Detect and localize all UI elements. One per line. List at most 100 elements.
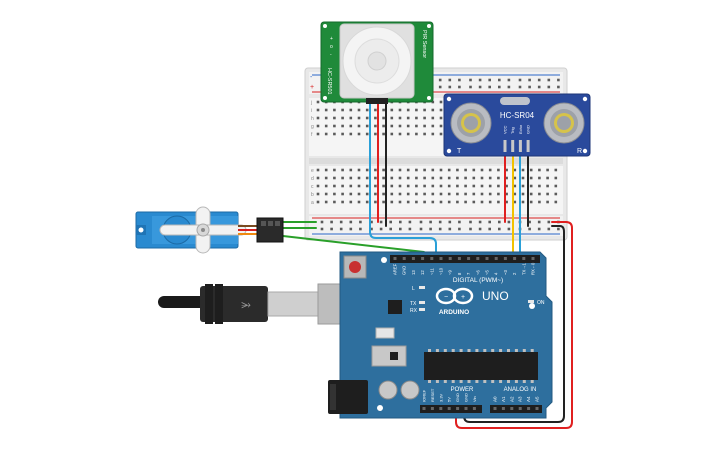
hole [415, 192, 418, 196]
hole [447, 184, 451, 188]
hole [349, 108, 353, 112]
chip-leg [507, 380, 510, 383]
chip-leg [514, 380, 518, 383]
digital-header [390, 255, 540, 263]
hole [529, 176, 533, 180]
hole [341, 168, 344, 172]
hole [341, 124, 344, 128]
led-rx [419, 308, 425, 311]
arduino-logo: − + [435, 287, 474, 305]
digital-pin-label: 2 [512, 272, 517, 275]
row-letter: a [311, 200, 314, 206]
rail-hole [438, 85, 442, 89]
hole [333, 200, 336, 204]
hole [349, 200, 353, 204]
chip-leg [475, 380, 479, 383]
hole [439, 176, 443, 180]
hole [480, 168, 484, 172]
hole [341, 132, 344, 136]
power-pin-label: RESET [430, 388, 435, 402]
digital-pin-label: 12 [420, 270, 425, 275]
header-socket [422, 407, 426, 410]
hole [423, 124, 426, 128]
hole [382, 176, 385, 180]
chip-legs [428, 349, 534, 383]
hole [472, 176, 476, 180]
mount-hole [529, 303, 535, 309]
hole [374, 176, 377, 180]
header-socket [393, 257, 397, 260]
rail-hole [547, 85, 551, 89]
mount-hole [377, 405, 383, 411]
rail-hole [320, 227, 324, 231]
hole [415, 168, 418, 172]
hole [341, 108, 344, 112]
hole [316, 108, 320, 112]
rail-hole [448, 220, 452, 224]
hole [333, 116, 336, 120]
hole [390, 200, 394, 204]
analog-pin-label: A5 [535, 396, 540, 402]
hole [316, 100, 320, 104]
hole [349, 184, 353, 188]
hole [431, 116, 435, 120]
hole [357, 176, 361, 180]
hole [505, 200, 508, 204]
gnd-wire [463, 225, 565, 423]
sr04-pin-label: Echo [518, 124, 523, 134]
hole [480, 184, 484, 188]
hole [349, 176, 353, 180]
chip-leg [451, 380, 455, 383]
hole [382, 116, 385, 120]
hole [341, 192, 344, 196]
chip-leg [475, 349, 479, 352]
hole [398, 124, 402, 128]
capacitor [400, 380, 420, 400]
chip-leg [443, 380, 447, 383]
hole [365, 176, 369, 180]
hole [341, 176, 344, 180]
hole [423, 176, 426, 180]
header-socket [430, 407, 434, 410]
hole [374, 132, 377, 136]
hole [456, 192, 459, 196]
hole [546, 168, 549, 172]
hole [472, 184, 476, 188]
rail-hole [537, 85, 541, 89]
hole [406, 108, 410, 112]
hole [316, 124, 320, 128]
hole [398, 192, 402, 196]
rail-hole [507, 85, 511, 89]
rail-hole [359, 220, 362, 224]
hole [316, 132, 320, 136]
rail-hole [528, 78, 531, 82]
header-socket [457, 257, 461, 260]
header-socket [467, 257, 471, 260]
hole [365, 200, 369, 204]
header-socket [485, 257, 489, 260]
rail-hole [458, 78, 461, 82]
row-letter: g [311, 124, 314, 130]
rail-hole [528, 220, 531, 224]
digital-pin-label: GND [402, 266, 407, 275]
hole [349, 168, 353, 172]
hole [439, 124, 443, 128]
header-socket [448, 257, 452, 260]
rail-hole [488, 227, 491, 231]
hole [382, 132, 385, 136]
rail-hole [547, 78, 551, 82]
row-letter: h [311, 116, 314, 122]
reset-button-cap[interactable] [349, 261, 361, 273]
hole [349, 132, 353, 136]
bottom-power-rail [309, 216, 563, 236]
hole [382, 124, 385, 128]
usb-b-metal [267, 291, 319, 317]
rail-hole [379, 227, 383, 231]
sr04-pin [511, 140, 515, 152]
rail-hole [458, 220, 461, 224]
digital-pin-label: 4 [494, 272, 499, 275]
hole [529, 168, 533, 172]
hole [538, 176, 541, 180]
hole [488, 168, 492, 172]
